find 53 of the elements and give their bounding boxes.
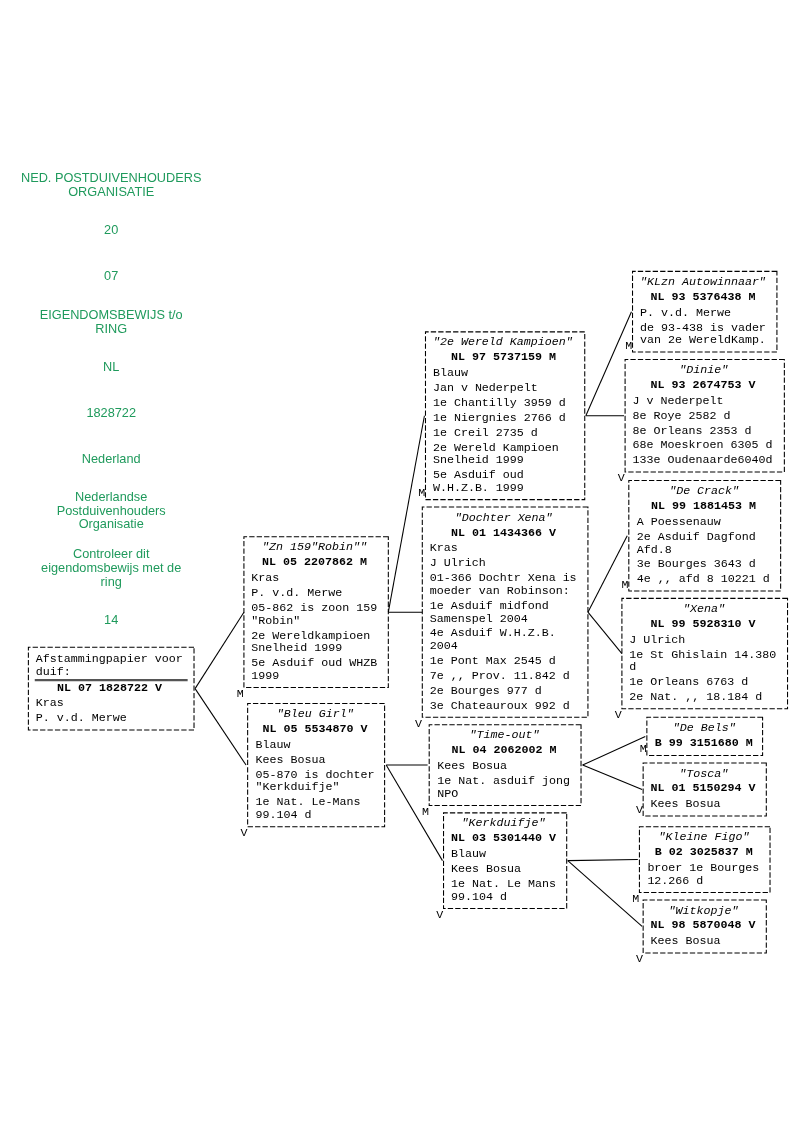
node-label: M [639,742,647,757]
connector [582,764,643,791]
node-label: M [632,891,640,906]
label: NL [103,359,120,375]
connector [585,311,632,417]
connector [385,764,429,766]
label: 1828722 [86,404,136,420]
node-box: "Zn 159"Robin"" NL 05 2207862 M Kras P. v.d. Merwe 05-862 is zoon 159 "Robin" 2e Wereldkampioen Snelheid 1999 5e Asduif oud WHZB 1999 [243,536,389,689]
connector [385,764,443,862]
connector [194,611,245,690]
node-label: V [240,826,248,841]
label: Controleer dit eigendomsbewijs met de ring [41,546,182,589]
label: NED. POSTDUIVENHOUDERS ORGANISATIE [20,169,202,199]
node-box: "Bleu Girl" NL 05 5534870 V Blauw Kees Bosua 05-870 is dochter "Kerkduifje" 1e Nat. Le-Mans 99.104 d [247,702,386,828]
label: 07 [104,267,119,283]
node-label: M [625,338,633,353]
node-box: "Kleine Figo" B 02 3025837 M broer 1e Bourges 12.266 d [638,826,771,893]
connector [587,611,623,655]
node-label: M [418,486,426,501]
node-box: "Xena" NL 99 5928310 V J Ulrich 1e St Ghislain 14.380 d 1e Orleans 6763 d 2e Nat. ,, 18.184 d [621,597,789,710]
connector [194,688,247,766]
label: EIGENDOMSBEWIJS t/o RING [39,306,183,336]
node-label: V [415,716,423,731]
label: Nederland [81,450,141,466]
node-label: V [635,802,643,817]
node-label: V [436,907,444,922]
connector [567,859,639,862]
node-box: "De Crack" NL 99 1881453 M A Poessenauw 2e Asduif Dagfond Afd.8 3e Bourges 3643 d 4e ,, afd 8 10221 d [628,480,782,592]
node-label: V [635,952,643,967]
node-label: M [421,804,429,819]
connector [567,860,643,927]
node-box: "Time-out" NL 04 2062002 M Kees Bosua 1e Nat. asduif jong NPO [428,724,582,806]
node-box: "De Bels" B 99 3151680 M [646,716,764,757]
node-box: "Tosca" NL 01 5150294 V Kees Bosua [642,762,767,817]
connector [582,735,646,766]
connector [587,535,628,613]
node-box: Afstammingpapier voor duif: NL 07 1828722 V Kras P. v.d. Merwe [27,646,195,731]
connector [387,415,425,613]
label: Nederlandse Postduivenhouders Organisatie [56,488,166,532]
node-box: "KLzn Autowinnaar" NL 93 5376438 M P. v.d. Merwe de 93-438 is vader van 2e WereldKamp. [632,270,778,353]
node-label: M [621,577,629,592]
label: 14 [104,611,119,627]
connector [387,611,423,613]
node-box: "Dinie" NL 93 2674753 V J v Nederpelt 8e Roye 2582 d 8e Orleans 2353 d 68e Moeskroen 6305 d 133e Oudenaarde6040d [624,358,785,473]
connector [585,415,625,417]
node-box: "2e Wereld Kampioen" NL 97 5737159 M Blauw Jan v Nederpelt 1e Chantilly 3959 d 1e Niergnies 2766 d 1e Creil 2735 d 2e Wereld Kampioen Snelheid 1999 5e Asduif oud W.H.Z.B. 1999 [424,331,586,501]
node-label: V [614,708,622,723]
node-label: M [236,686,244,701]
node-label: V [617,471,625,486]
node-box: "Witkopje" NL 98 5870048 V Kees Bosua [642,899,767,954]
label: 20 [104,222,119,238]
node-box: "Dochter Xena" NL 01 1434366 V Kras J Ulrich 01-366 Dochtr Xena is moeder van Robinson: 1e Asduif midfond Samenspel 2004 4e Asduif W.H.Z.B. 2004 1e Pont Max 2545 d 7e ,, Prov. 11.842 d 2e Bourges 977 d 3e Chateauroux 992 d [421,506,589,718]
node-box: "Kerkduifje" NL 03 5301440 V Blauw Kees Bosua 1e Nat. Le Mans 99.104 d [443,812,568,909]
